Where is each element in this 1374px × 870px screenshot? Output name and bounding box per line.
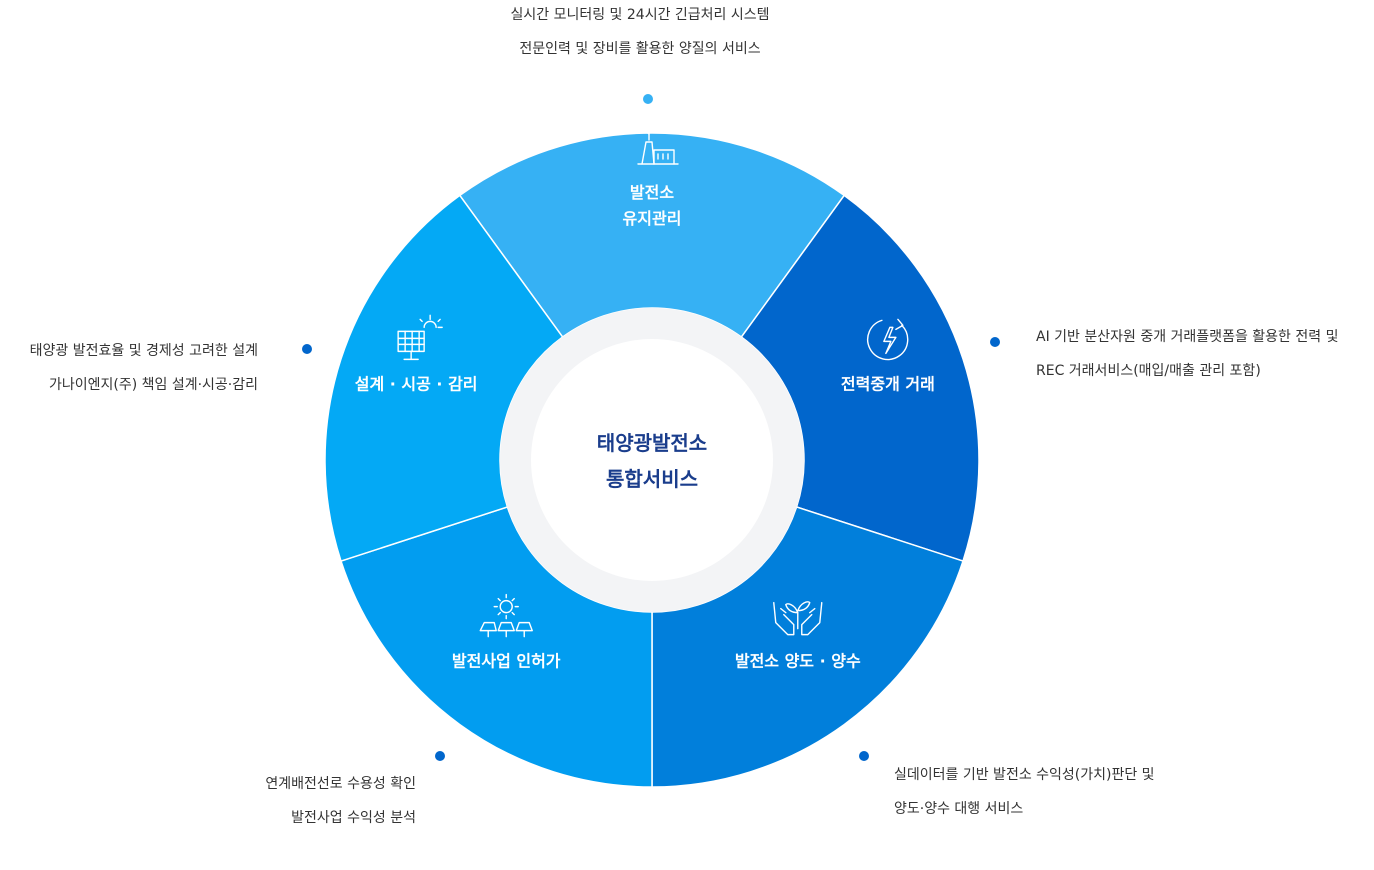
dot-permit: [435, 751, 445, 761]
desc-design-line2: 가나이엔지(주) 책임 설계·시공·감리: [48, 377, 258, 393]
dot-transfer: [859, 751, 869, 761]
desc-permit: 연계배전선로 수용성 확인 발전사업 수익성 분석: [265, 767, 416, 835]
solar-farm-icon: [479, 593, 533, 638]
center-disc: [531, 339, 773, 581]
desc-permit-line1: 연계배전선로 수용성 확인: [265, 776, 416, 792]
desc-design: 태양광 발전효율 및 경제성 고려한 설계 가나이엔지(주) 책임 설계·시공·…: [30, 334, 258, 402]
hands-sprout-icon: [773, 601, 823, 636]
segment-label-design-1: 설계 · 시공 · 감리: [355, 374, 478, 393]
desc-transfer-line2: 양도·양수 대행 서비스: [894, 801, 1024, 817]
wheel-icons: [397, 125, 909, 638]
energy-cycle-icon: [867, 318, 909, 361]
segment-label-brokerage-1: 전력중개 거래: [841, 374, 935, 393]
segment-label-permit-1: 발전사업 인허가: [452, 652, 561, 671]
desc-maintenance-line2: 전문인력 및 장비를 활용한 양질의 서비스: [519, 41, 761, 57]
dot-design: [302, 344, 312, 354]
desc-transfer-line1: 실데이터를 기반 발전소 수익성(가치)판단 및: [894, 767, 1155, 783]
power-plant-icon: [637, 125, 679, 165]
segment-label-transfer-1: 발전소 양도 · 양수: [735, 652, 861, 671]
segment-label-maintenance-2: 유지관리: [623, 209, 682, 228]
desc-design-line1: 태양광 발전효율 및 경제성 고려한 설계: [29, 343, 258, 359]
dot-maintenance: [643, 94, 653, 104]
dot-brokerage: [990, 337, 1000, 347]
desc-maintenance: 실시간 모니터링 및 24시간 긴급처리 시스템 전문인력 및 장비를 활용한 …: [0, 0, 1280, 66]
desc-brokerage-line2: REC 거래서비스(매입/매출 관리 포함): [1036, 363, 1261, 379]
desc-maintenance-line1: 실시간 모니터링 및 24시간 긴급처리 시스템: [510, 7, 770, 23]
solar-panel-sun-icon: [397, 314, 443, 361]
desc-brokerage: AI 기반 분산자원 중개 거래플랫폼을 활용한 전력 및 REC 거래서비스(…: [1036, 320, 1338, 388]
desc-transfer: 실데이터를 기반 발전소 수익성(가치)판단 및 양도·양수 대행 서비스: [894, 758, 1155, 826]
center-title-line1: 태양광발전소: [597, 431, 707, 455]
desc-brokerage-line1: AI 기반 분산자원 중개 거래플랫폼을 활용한 전력 및: [1036, 329, 1339, 345]
center-title-line2: 통합서비스: [606, 467, 698, 491]
segment-label-maintenance-1: 발전소: [630, 183, 674, 202]
desc-permit-line2: 발전사업 수익성 분석: [291, 810, 416, 826]
